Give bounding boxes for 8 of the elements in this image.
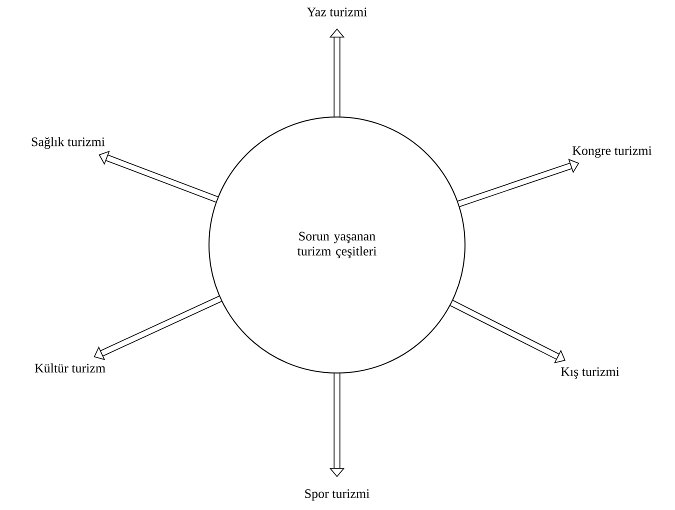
hollow-arrow <box>94 296 222 360</box>
label: Yaz turizmi <box>306 8 367 16</box>
label: Kış turizmi <box>560 367 620 379</box>
label: Sağlık turizmi <box>32 137 105 149</box>
label: Kültür turizm <box>34 363 106 373</box>
hollow-arrow <box>450 300 566 364</box>
label: Kongre turizmi <box>572 146 652 158</box>
label: Spor turizmi <box>305 489 370 501</box>
